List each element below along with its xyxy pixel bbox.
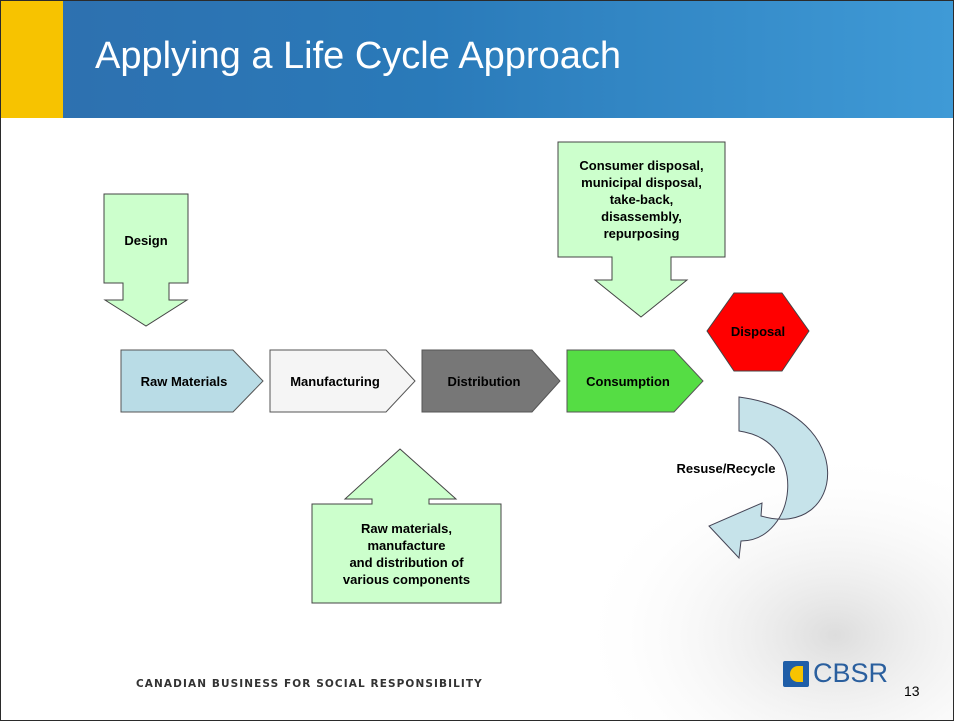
manufacturing-step — [269, 349, 416, 413]
consumption-step — [566, 349, 704, 413]
components-callout-line: various components — [342, 572, 471, 587]
cbsr-logo: CBSR — [783, 658, 888, 689]
components-callout-line: Raw materials, — [360, 521, 453, 536]
consumer-disposal-callout — [557, 141, 726, 318]
distribution-label: Distribution — [447, 373, 521, 389]
disposal-hexagon — [706, 292, 810, 372]
cbsr-logo-icon — [783, 660, 809, 687]
background-photo — [481, 381, 953, 720]
title-bar — [1, 1, 953, 118]
consumer-disposal-label: Consumer disposal, municipal disposal, t… — [558, 147, 725, 251]
consumption-label: Consumption — [586, 373, 670, 389]
consumer-callout-line: disassembly, — [601, 208, 682, 224]
slide-title: Applying a Life Cycle Approach — [95, 35, 621, 77]
components-callout-line: and distribution of — [349, 555, 464, 570]
title-bar-accent — [1, 1, 63, 118]
cbsr-logo-text: CBSR — [813, 658, 889, 688]
components-callout-line: manufacture — [367, 538, 446, 553]
components-callout — [311, 448, 502, 604]
design-label: Design — [124, 232, 168, 248]
footer-organization: CANADIAN BUSINESS FOR SOCIAL RESPONSIBIL… — [136, 678, 483, 690]
consumer-callout-line: municipal disposal, — [581, 174, 702, 190]
recycle-label: Resuse/Recycle — [676, 460, 776, 476]
raw-materials-label: Raw Materials — [140, 373, 228, 389]
raw-materials-step — [120, 349, 264, 413]
design-callout — [103, 193, 189, 327]
disposal-label: Disposal — [730, 323, 786, 339]
page-number: 13 — [904, 683, 920, 699]
consumer-callout-line: take-back, — [609, 191, 674, 207]
components-label: Raw materials, manufacture and distribut… — [312, 511, 501, 597]
manufacturing-label: Manufacturing — [290, 373, 380, 389]
distribution-step — [421, 349, 561, 413]
consumer-callout-line: repurposing — [603, 225, 680, 241]
recycle-arrow — [708, 396, 829, 560]
consumer-callout-line: Consumer disposal, — [579, 157, 704, 173]
